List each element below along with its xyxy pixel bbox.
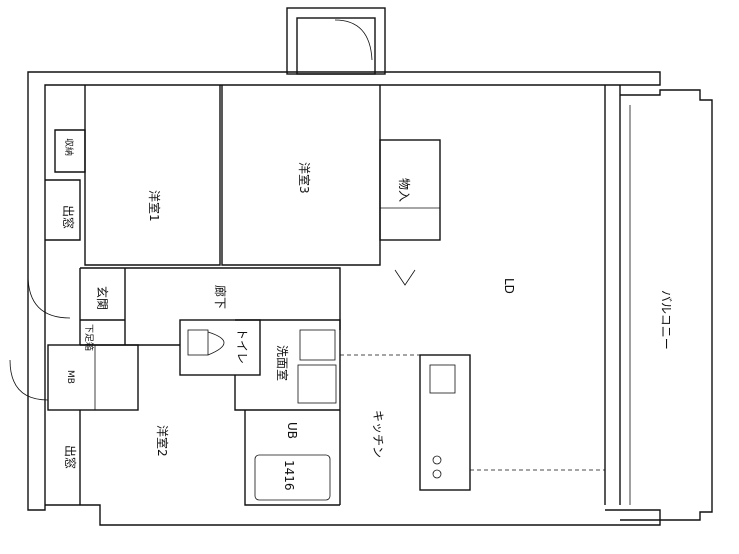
label-mb: MB xyxy=(65,370,75,384)
label-toilet: トイレ xyxy=(235,328,249,364)
label-hallway: 廊下 xyxy=(213,285,228,309)
label-entrance: 玄関 xyxy=(95,286,110,310)
room-labels: 洋室1 洋室3 物入 LD バルコニー 廊下 玄関 下足箱 収納 出窓 トイレ … xyxy=(61,138,673,491)
label-storage: 収納 xyxy=(63,138,75,156)
label-western3: 洋室3 xyxy=(297,162,312,194)
label-kitchen: キッチン xyxy=(371,410,385,458)
label-ub: UB xyxy=(285,422,299,439)
label-washroom: 洗面室 xyxy=(275,345,290,381)
outer-walls xyxy=(27,7,713,526)
label-shoe-box: 下足箱 xyxy=(83,324,95,351)
label-closet: 物入 xyxy=(397,178,411,202)
label-balcony: バルコニー xyxy=(659,290,673,350)
label-bay-window-top: 出窓 xyxy=(61,205,76,229)
label-western1: 洋室1 xyxy=(147,190,162,222)
label-western2: 洋室2 xyxy=(155,425,170,457)
interior-walls xyxy=(9,19,605,506)
label-ld: LD xyxy=(502,278,516,294)
label-ub-size: 1416 xyxy=(282,460,296,491)
label-bay-window-bottom: 出窓 xyxy=(63,445,78,469)
